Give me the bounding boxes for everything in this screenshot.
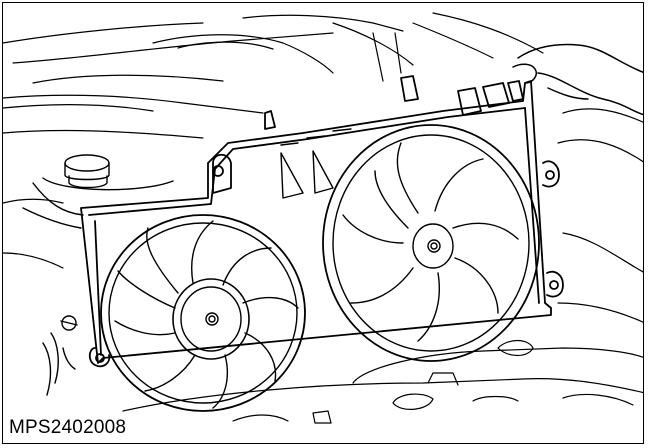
illustration-frame: MPS2402008 [2, 2, 644, 444]
figure-caption: MPS2402008 [9, 417, 127, 438]
mounting-pins [280, 128, 352, 199]
fan-shroud [80, 75, 564, 368]
cooling-fan-illustration [3, 12, 643, 424]
reservoir-cap [22, 154, 174, 229]
engine-bay-background [3, 12, 643, 323]
right-fan [322, 124, 540, 362]
lower-body-panel [122, 339, 643, 424]
hand [512, 43, 643, 116]
left-bolt-and-wiring [42, 315, 78, 396]
left-fan [100, 214, 306, 412]
